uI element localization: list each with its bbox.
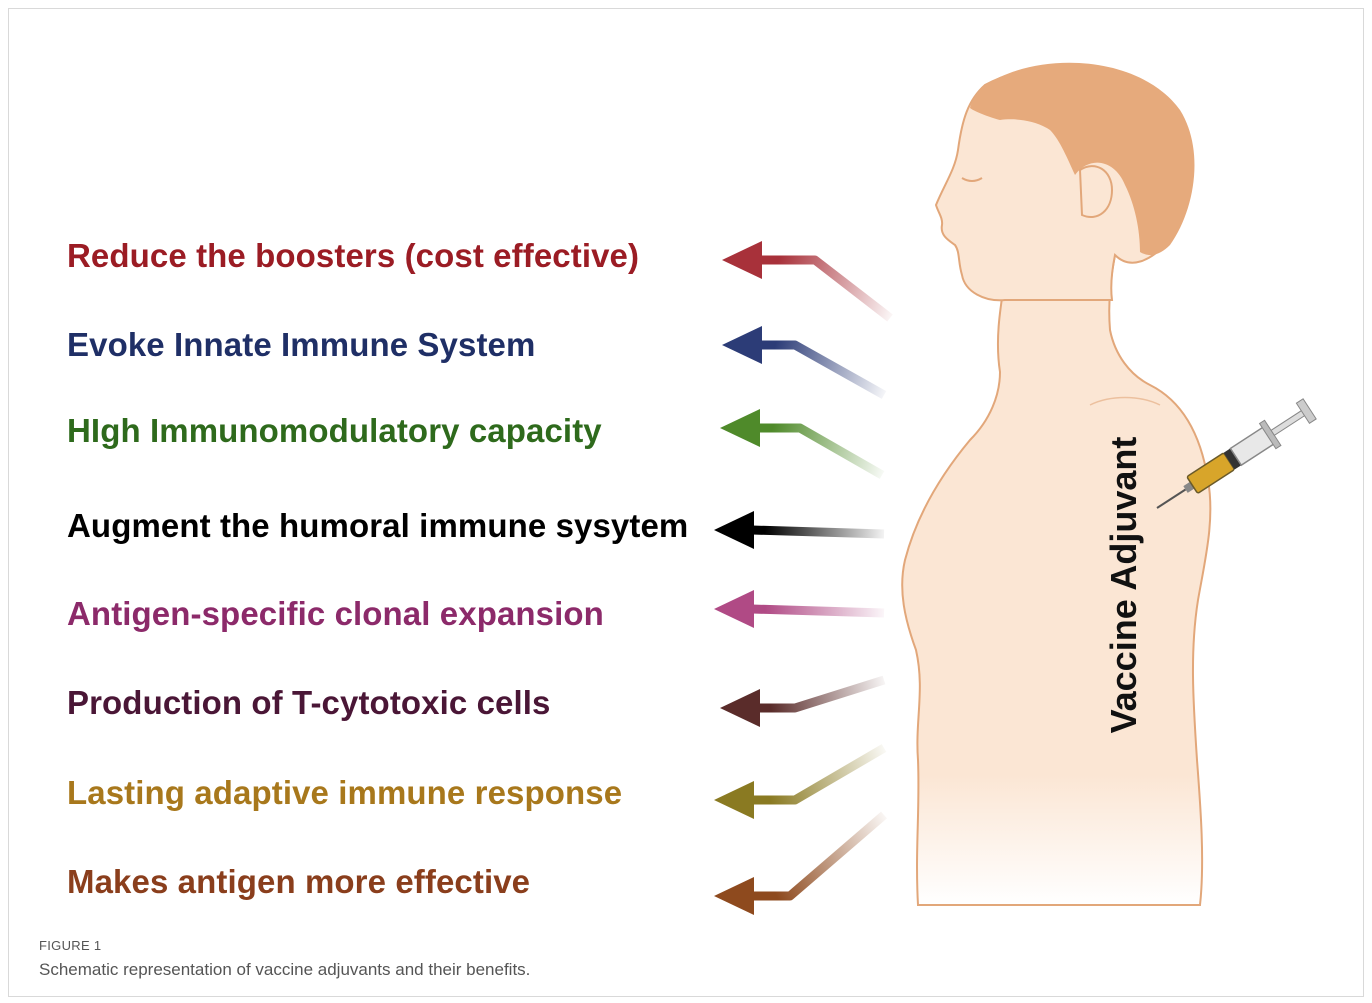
- figure-caption: Schematic representation of vaccine adju…: [39, 960, 530, 980]
- benefit-t-cytotoxic: Production of T-cytotoxic cells: [67, 683, 551, 723]
- human-ear: [1080, 166, 1112, 217]
- benefit-immunomodulatory: HIgh Immunomodulatory capacity: [67, 411, 602, 451]
- arrows-group: [714, 241, 890, 915]
- benefit-reduce-boosters: Reduce the boosters (cost effective): [67, 236, 639, 276]
- arrow-shaft-reduce-boosters: [760, 260, 890, 318]
- arrow-shaft-clonal-expansion: [752, 609, 884, 613]
- arrow-shaft-humoral: [752, 530, 884, 534]
- benefit-adaptive-response: Lasting adaptive immune response: [67, 773, 622, 813]
- arrow-head-adaptive-response: [714, 781, 754, 819]
- vaccine-adjuvant-label: Vaccine Adjuvant: [1102, 415, 1146, 755]
- benefit-evoke-innate: Evoke Innate Immune System: [67, 325, 535, 365]
- benefit-antigen-effective: Makes antigen more effective: [67, 862, 530, 902]
- arrow-shaft-evoke-innate: [760, 345, 884, 395]
- arrow-shaft-antigen-effective: [752, 815, 884, 896]
- arrow-head-t-cytotoxic: [720, 689, 760, 727]
- arrow-head-immunomodulatory: [720, 409, 760, 447]
- benefit-humoral: Augment the humoral immune sysytem: [67, 506, 688, 546]
- human-body: [902, 255, 1210, 905]
- arrow-head-antigen-effective: [714, 877, 754, 915]
- arrow-head-evoke-innate: [722, 326, 762, 364]
- arrow-shaft-adaptive-response: [752, 748, 884, 800]
- arrow-shaft-immunomodulatory: [758, 428, 882, 475]
- arrow-head-reduce-boosters: [722, 241, 762, 279]
- arrow-head-humoral: [714, 511, 754, 549]
- arrow-shaft-t-cytotoxic: [758, 680, 884, 708]
- benefit-clonal-expansion: Antigen-specific clonal expansion: [67, 594, 604, 634]
- arrow-head-clonal-expansion: [714, 590, 754, 628]
- human-figure: [902, 63, 1210, 905]
- figure-label: FIGURE 1: [39, 938, 101, 953]
